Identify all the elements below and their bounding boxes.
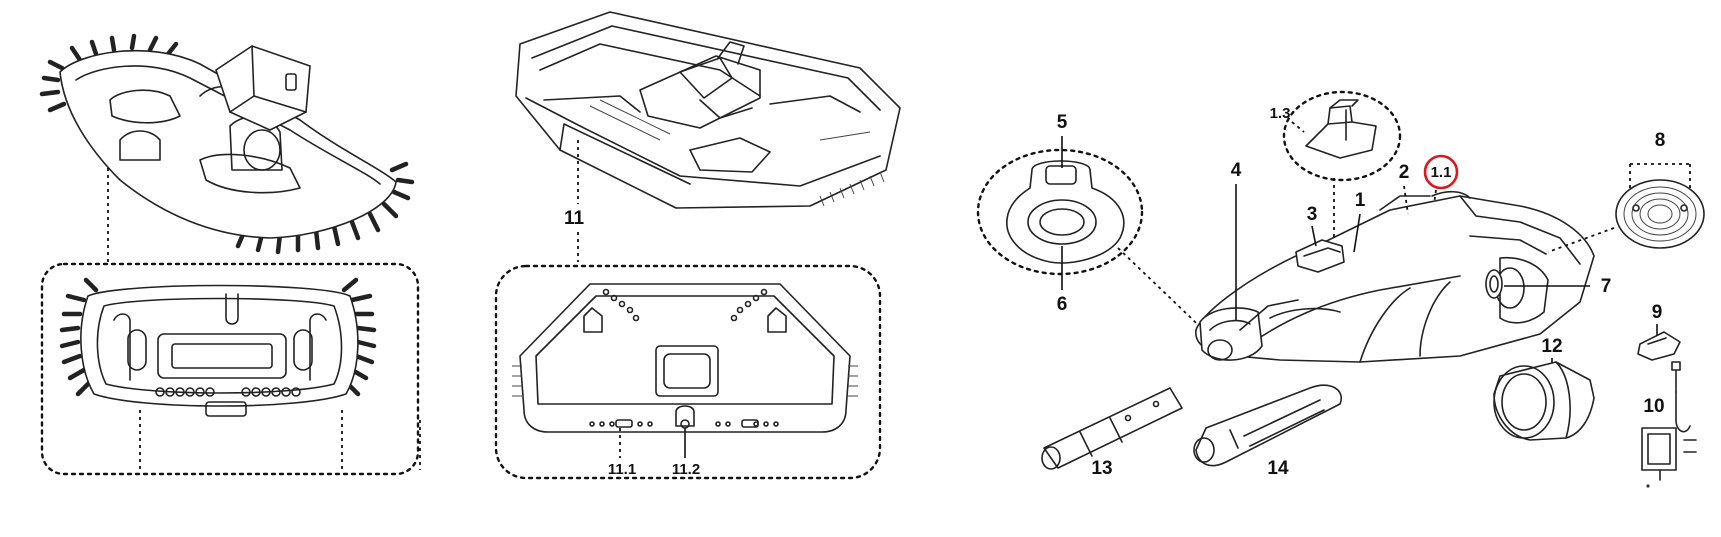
- callout-1-1-group: 1.1: [1423, 154, 1459, 205]
- charger: 10: [1641, 361, 1697, 481]
- vacuum-main-body: [1195, 190, 1595, 363]
- filter-disc: 8: [1615, 130, 1705, 249]
- callout-2: 2: [1399, 162, 1410, 183]
- nozzle-cup: 12: [1493, 336, 1595, 441]
- callout-8: 8: [1655, 130, 1666, 151]
- platform-side-teeth: [512, 365, 858, 397]
- callout-9: 9: [1652, 302, 1663, 323]
- platform-underside-detail: 11.1 11.2: [494, 264, 882, 480]
- crevice-tool: 14: [1193, 384, 1343, 479]
- callout-1: 1: [1355, 190, 1366, 211]
- callout-7: 7: [1601, 276, 1612, 297]
- brush-underside-detail: [40, 262, 421, 476]
- stray-dot: [1646, 484, 1650, 488]
- callout-1-1-highlight: [1423, 154, 1459, 190]
- cap-to-nozzle-leader: [1117, 247, 1215, 341]
- callout-12: 12: [1541, 336, 1562, 357]
- platform-teeth: [819, 171, 885, 207]
- callout-3: 3: [1307, 204, 1318, 225]
- switch-detail: 1.3: [1270, 90, 1402, 182]
- callout-13: 13: [1091, 458, 1112, 479]
- callout-11-1: 11.1: [608, 461, 636, 478]
- callout-4: 4: [1231, 160, 1242, 181]
- skimmer-platform: [515, 11, 901, 209]
- callout-14: 14: [1267, 458, 1289, 479]
- callout-1-3: 1.3: [1270, 105, 1291, 122]
- platform-slots: [589, 288, 779, 427]
- filter-cap-detail: 5 6: [976, 112, 1144, 315]
- underside-vent-holes: [155, 387, 301, 397]
- callout-11-2: 11.2: [672, 461, 700, 478]
- callout-10: 10: [1643, 396, 1664, 417]
- callout-1-1: 1.1: [1431, 164, 1452, 181]
- callout-11: 11: [564, 208, 585, 229]
- callout-5: 5: [1057, 112, 1068, 133]
- clip-part: 9: [1637, 302, 1681, 361]
- brush-head-assembly: [39, 33, 415, 255]
- disc-leader: [1547, 227, 1615, 253]
- callout-6: 6: [1057, 294, 1068, 315]
- extension-tube: 13: [1041, 387, 1183, 479]
